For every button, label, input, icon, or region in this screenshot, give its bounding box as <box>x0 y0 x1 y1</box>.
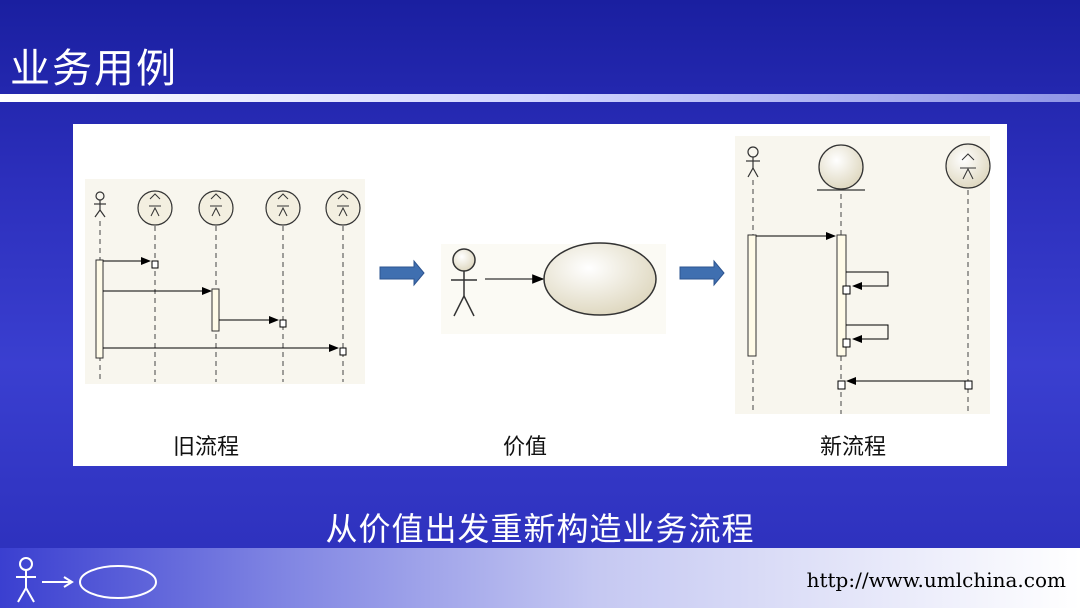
new-process-caption: 新流程 <box>819 435 886 460</box>
old-process-caption: 旧流程 <box>172 435 239 460</box>
right-arrow-icon <box>379 259 425 287</box>
value-caption: 价值 <box>502 435 547 460</box>
process-diagram-svg <box>85 136 991 414</box>
slide-subtitle: 从价值出发重新构造业务流程 <box>325 510 755 548</box>
diagram-panel: 旧流程 价值 新流程 <box>73 124 1007 466</box>
title-divider <box>0 94 1080 102</box>
use-case-icon <box>543 242 657 316</box>
actor-icon <box>451 248 477 317</box>
website-link[interactable]: http://www.umlchina.com <box>806 568 1066 592</box>
actor-icon <box>746 146 760 178</box>
actor-icon <box>94 191 106 218</box>
footer-bar: http://www.umlchina.com <box>0 548 1080 608</box>
business-entity-icon <box>817 144 865 191</box>
right-arrow-icon <box>679 259 725 287</box>
slide-title: 业务用例 <box>10 46 178 92</box>
actor-to-usecase-icon <box>16 557 157 603</box>
value-diagram <box>441 242 666 334</box>
business-worker-icon <box>945 143 991 189</box>
old-process-diagram <box>85 179 365 384</box>
new-process-diagram <box>735 136 991 414</box>
